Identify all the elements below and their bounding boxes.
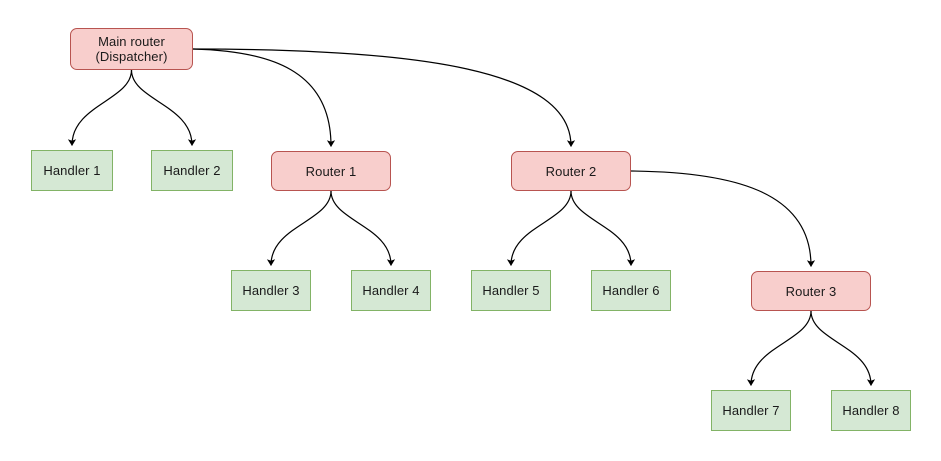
node-handler-2[interactable]: Handler 2: [151, 150, 233, 191]
node-handler-6[interactable]: Handler 6: [591, 270, 671, 311]
edge-main-to-router-1: [192, 48, 336, 147]
node-handler-7[interactable]: Handler 7: [711, 390, 791, 431]
edge-router-3-to-handler-7: [746, 310, 812, 386]
edge-main-to-handler-2: [130, 69, 197, 146]
edges-group: [67, 48, 876, 386]
edge-main-to-handler-1: [67, 69, 133, 146]
node-router-3[interactable]: Router 3: [751, 271, 871, 311]
edge-router-3-to-handler-8: [810, 310, 876, 386]
edge-router-2-to-router-3: [630, 170, 816, 267]
node-handler-4[interactable]: Handler 4: [351, 270, 431, 311]
edge-router-1-to-handler-3: [266, 190, 332, 266]
edge-router-1-to-handler-4: [330, 190, 396, 266]
edge-main-to-router-2: [192, 48, 576, 147]
node-main-router[interactable]: Main router (Dispatcher): [70, 28, 193, 70]
node-handler-1[interactable]: Handler 1: [31, 150, 113, 191]
edge-router-2-to-handler-5: [506, 190, 572, 266]
node-router-2[interactable]: Router 2: [511, 151, 631, 191]
node-handler-5[interactable]: Handler 5: [471, 270, 551, 311]
node-handler-8[interactable]: Handler 8: [831, 390, 911, 431]
edge-router-2-to-handler-6: [570, 190, 636, 266]
node-router-1[interactable]: Router 1: [271, 151, 391, 191]
node-handler-3[interactable]: Handler 3: [231, 270, 311, 311]
